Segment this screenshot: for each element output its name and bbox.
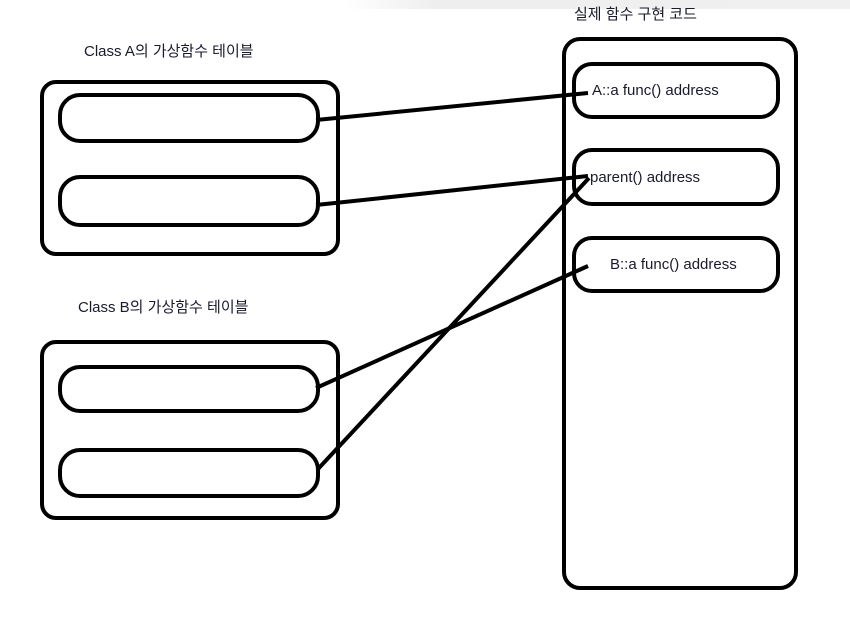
vtable-a-slot-2[interactable] — [58, 175, 320, 227]
code-entry-parent[interactable]: parent() address — [572, 148, 780, 206]
vtable-b-slot-2[interactable] — [58, 448, 320, 498]
connector-b1-to-bfunc — [315, 264, 589, 390]
vtable-b-title: Class B의 가상함수 테이블 — [78, 299, 249, 316]
vtable-a-title: Class A의 가상함수 테이블 — [84, 43, 254, 60]
connector-a1-to-afunc — [315, 91, 589, 122]
vtable-a-slot-1[interactable] — [58, 93, 320, 143]
code-entry-a-func[interactable]: A::a func() address — [572, 62, 780, 119]
connector-b2-to-parent — [316, 176, 591, 471]
code-entry-a-func-label: A::a func() address — [592, 82, 719, 99]
code-entry-parent-label: parent() address — [590, 168, 701, 186]
vtable-b-slot-1[interactable] — [58, 365, 320, 413]
code-entry-b-func[interactable]: B::a func() address — [572, 236, 780, 293]
code-entry-b-func-label: B::a func() address — [610, 256, 737, 273]
code-panel-title: 실제 함수 구현 코드 — [574, 6, 697, 23]
code-panel-container — [562, 37, 798, 590]
connector-a2-to-parent — [315, 174, 589, 207]
